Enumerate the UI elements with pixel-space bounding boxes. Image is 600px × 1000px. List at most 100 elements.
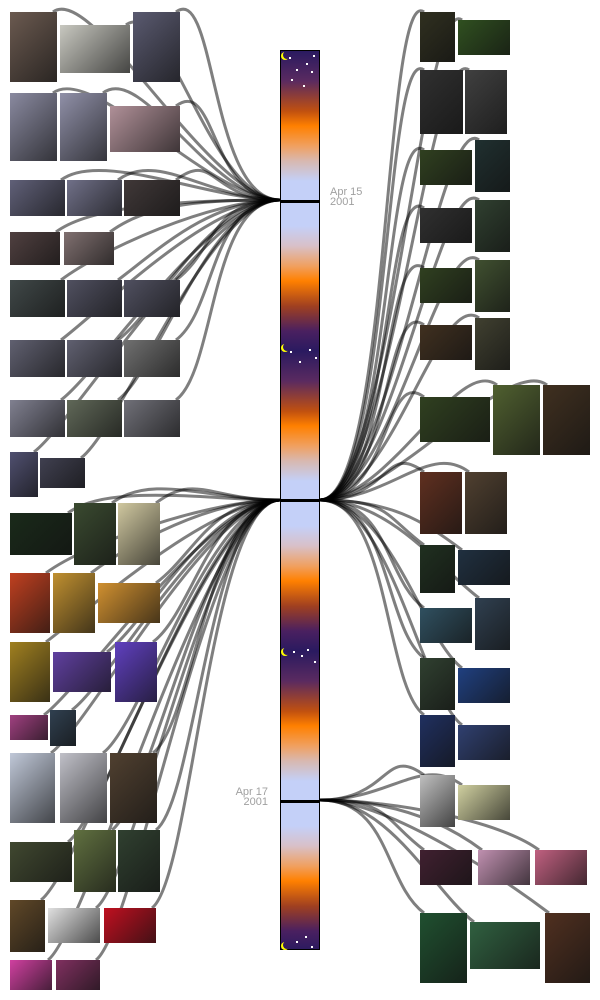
photo-link-curve (319, 313, 480, 502)
photo-thumbnail[interactable] (50, 710, 76, 746)
photo-thumbnail[interactable] (10, 715, 48, 740)
date-day: Apr 17 (235, 786, 268, 798)
photo-thumbnail[interactable] (74, 503, 116, 565)
photo-link-curve (155, 487, 281, 505)
date-year: 2001 (243, 796, 268, 808)
star-icon (296, 69, 298, 71)
photo-thumbnail[interactable] (420, 545, 455, 593)
photo-thumbnail[interactable] (420, 268, 472, 303)
photo-thumbnail[interactable] (10, 642, 50, 702)
photo-thumbnail[interactable] (420, 775, 455, 827)
star-icon (296, 941, 298, 943)
photo-thumbnail[interactable] (110, 106, 180, 152)
photo-thumbnail[interactable] (10, 93, 57, 161)
photo-thumbnail[interactable] (420, 397, 490, 442)
day-marker-apr-16 (281, 499, 319, 502)
photo-thumbnail[interactable] (124, 400, 180, 437)
day-night-timeline-bar[interactable] (280, 50, 320, 950)
photo-thumbnail[interactable] (67, 280, 122, 317)
photo-thumbnail[interactable] (475, 140, 510, 192)
photo-thumbnail[interactable] (10, 400, 65, 437)
date-day: Apr 15 (330, 186, 363, 198)
photo-thumbnail[interactable] (124, 180, 180, 216)
photo-thumbnail[interactable] (420, 70, 463, 134)
photo-thumbnail[interactable] (458, 668, 510, 703)
photo-thumbnail[interactable] (60, 93, 107, 161)
photo-thumbnail[interactable] (53, 652, 111, 692)
photo-thumbnail[interactable] (110, 753, 157, 823)
photo-thumbnail[interactable] (67, 180, 122, 216)
photo-thumbnail[interactable] (118, 503, 160, 565)
star-icon (299, 361, 301, 363)
star-icon (313, 55, 315, 57)
photo-thumbnail[interactable] (420, 658, 455, 710)
photo-thumbnail[interactable] (124, 340, 180, 377)
photo-thumbnail[interactable] (10, 513, 72, 555)
photo-thumbnail[interactable] (60, 753, 107, 823)
star-icon (301, 655, 303, 657)
photo-thumbnail[interactable] (458, 550, 510, 585)
photo-thumbnail[interactable] (420, 325, 472, 360)
star-icon (307, 649, 309, 651)
photo-link-curve (175, 198, 281, 282)
photo-thumbnail[interactable] (40, 458, 85, 488)
photo-thumbnail[interactable] (124, 280, 180, 317)
photo-thumbnail[interactable] (465, 70, 507, 134)
photo-thumbnail[interactable] (470, 922, 540, 969)
photo-thumbnail[interactable] (10, 753, 55, 823)
photo-thumbnail[interactable] (118, 830, 160, 892)
photo-thumbnail[interactable] (493, 385, 540, 455)
photo-thumbnail[interactable] (98, 583, 160, 623)
photo-thumbnail[interactable] (56, 960, 100, 990)
photo-thumbnail[interactable] (67, 340, 122, 377)
photo-thumbnail[interactable] (465, 472, 507, 534)
day-marker-apr-17 (281, 800, 319, 803)
star-icon (315, 357, 317, 359)
photo-thumbnail[interactable] (420, 472, 462, 534)
photo-thumbnail[interactable] (67, 400, 122, 437)
photo-thumbnail[interactable] (10, 180, 65, 216)
photo-thumbnail[interactable] (420, 913, 467, 983)
photo-thumbnail[interactable] (10, 280, 65, 317)
photo-thumbnail[interactable] (478, 850, 530, 885)
photo-thumbnail[interactable] (60, 25, 130, 73)
photo-thumbnail[interactable] (458, 785, 510, 820)
moon-icon (283, 343, 291, 351)
photo-thumbnail[interactable] (475, 318, 510, 370)
star-icon (306, 63, 308, 65)
photo-thumbnail[interactable] (420, 12, 455, 62)
photo-thumbnail[interactable] (10, 452, 38, 497)
photo-thumbnail[interactable] (74, 830, 116, 892)
photo-thumbnail[interactable] (420, 850, 472, 885)
photo-thumbnail[interactable] (104, 908, 156, 943)
photo-thumbnail[interactable] (53, 573, 95, 633)
photo-link-curve (175, 7, 281, 202)
photo-thumbnail[interactable] (420, 208, 472, 243)
photo-thumbnail[interactable] (64, 232, 114, 265)
photo-thumbnail[interactable] (458, 725, 510, 760)
photo-thumbnail[interactable] (48, 908, 100, 943)
photo-thumbnail[interactable] (10, 842, 72, 882)
photo-thumbnail[interactable] (458, 20, 510, 55)
photo-thumbnail[interactable] (115, 642, 157, 702)
photo-thumbnail[interactable] (545, 913, 590, 983)
photo-thumbnail[interactable] (420, 715, 455, 767)
photo-thumbnail[interactable] (10, 232, 60, 265)
photo-thumbnail[interactable] (420, 150, 472, 185)
photo-thumbnail[interactable] (10, 573, 50, 633)
photo-thumbnail[interactable] (10, 900, 45, 952)
photo-thumbnail[interactable] (475, 260, 510, 312)
photo-thumbnail[interactable] (10, 340, 65, 377)
photo-thumbnail[interactable] (535, 850, 587, 885)
photo-thumbnail[interactable] (475, 598, 510, 650)
photo-thumbnail[interactable] (10, 12, 57, 82)
photo-thumbnail[interactable] (543, 385, 590, 455)
photo-thumbnail[interactable] (475, 200, 510, 252)
photo-thumbnail[interactable] (133, 12, 180, 82)
star-icon (311, 946, 313, 948)
photo-thumbnail[interactable] (420, 608, 472, 643)
date-year: 2001 (330, 196, 355, 208)
photo-thumbnail[interactable] (10, 960, 52, 990)
